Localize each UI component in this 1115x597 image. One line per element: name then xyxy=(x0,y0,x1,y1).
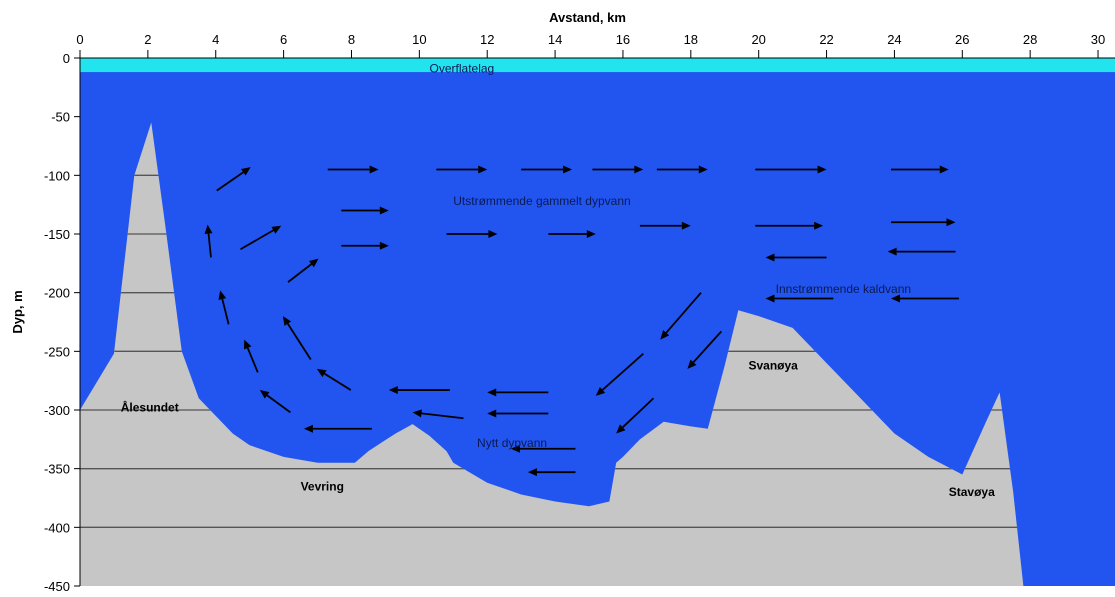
x-tick-label: 0 xyxy=(76,32,83,47)
flow-arrow xyxy=(755,221,824,230)
y-tick-label: -300 xyxy=(44,403,70,418)
x-axis-title: Avstand, km xyxy=(549,10,626,25)
flow-arrow xyxy=(521,165,573,174)
flow-arrow xyxy=(243,339,259,373)
x-tick-label: 26 xyxy=(955,32,969,47)
annotation-label: Nytt dypvann xyxy=(477,436,547,450)
x-tick-label: 20 xyxy=(751,32,765,47)
annotation-label: Overflatelag xyxy=(430,62,495,76)
flow-arrow xyxy=(891,165,949,174)
flow-arrow xyxy=(487,409,549,418)
seabed-profile xyxy=(80,122,1024,587)
flow-arrow xyxy=(595,353,644,396)
flow-arrow xyxy=(303,424,372,433)
flow-arrow xyxy=(527,468,576,477)
x-tick-label: 28 xyxy=(1023,32,1037,47)
x-tick-label: 6 xyxy=(280,32,287,47)
y-axis-title: Dyp, m xyxy=(10,290,25,333)
flow-arrow xyxy=(656,165,708,174)
y-tick-label: -400 xyxy=(44,520,70,535)
flow-arrow xyxy=(316,368,352,391)
flow-arrow xyxy=(887,247,956,256)
y-tick-label: -200 xyxy=(44,286,70,301)
flow-arrow xyxy=(891,294,959,303)
flow-arrow xyxy=(765,253,827,262)
flow-arrow xyxy=(592,165,644,174)
flow-arrow xyxy=(412,409,464,420)
place-label: Vevring xyxy=(301,479,344,493)
flow-arrow xyxy=(341,206,389,215)
surface-layer xyxy=(80,58,1115,73)
flow-arrow xyxy=(287,258,319,283)
x-tick-label: 4 xyxy=(212,32,219,47)
y-axis-ticks: 0 -50 -100 -150 -200 -250 -300 -350 -400 -450 xyxy=(44,51,81,594)
y-tick-label: -50 xyxy=(51,110,70,125)
x-tick-label: 30 xyxy=(1091,32,1105,47)
x-tick-label: 16 xyxy=(616,32,630,47)
annotation-label: Utstrømmende gammelt dypvann xyxy=(453,194,630,208)
x-tick-label: 10 xyxy=(412,32,426,47)
y-tick-label: -250 xyxy=(44,344,70,359)
flow-arrow xyxy=(616,397,655,434)
x-tick-label: 24 xyxy=(887,32,901,47)
flow-arrow xyxy=(388,386,450,395)
flow-arrow xyxy=(510,444,576,453)
x-tick-label: 12 xyxy=(480,32,494,47)
flow-arrow xyxy=(765,294,834,303)
flow-arrow xyxy=(436,165,488,174)
flow-arrow xyxy=(548,230,596,238)
flow-arrow xyxy=(204,224,213,258)
flow-arrow xyxy=(259,390,291,414)
flow-arrows xyxy=(204,165,959,477)
x-tick-label: 14 xyxy=(548,32,562,47)
flow-arrow xyxy=(341,241,389,250)
flow-arrow xyxy=(639,221,691,230)
flow-arrow xyxy=(755,165,827,174)
x-tick-label: 22 xyxy=(819,32,833,47)
flow-arrow xyxy=(687,330,723,369)
x-tick-label: 8 xyxy=(348,32,355,47)
y-tick-label: -450 xyxy=(44,579,70,594)
flow-arrow xyxy=(282,316,312,361)
flow-arrow xyxy=(446,230,498,238)
annotation-label: Innstrømmende kaldvann xyxy=(776,282,911,296)
y-tick-label: -100 xyxy=(44,168,70,183)
flow-arrow xyxy=(660,292,702,340)
flow-arrow xyxy=(891,218,956,227)
y-tick-label: -150 xyxy=(44,227,70,242)
y-tick-label: -350 xyxy=(44,462,70,477)
x-tick-label: 2 xyxy=(144,32,151,47)
place-label: Svanøya xyxy=(749,358,799,372)
place-label: Ålesundet xyxy=(121,400,179,415)
flow-arrow xyxy=(487,388,549,397)
flow-arrow xyxy=(216,167,251,192)
flow-arrow xyxy=(327,165,379,174)
x-tick-label: 18 xyxy=(684,32,698,47)
flow-arrow xyxy=(218,290,230,325)
place-label: Stavøya xyxy=(949,485,995,499)
y-tick-label: 0 xyxy=(63,51,70,66)
flow-arrow xyxy=(240,225,282,251)
